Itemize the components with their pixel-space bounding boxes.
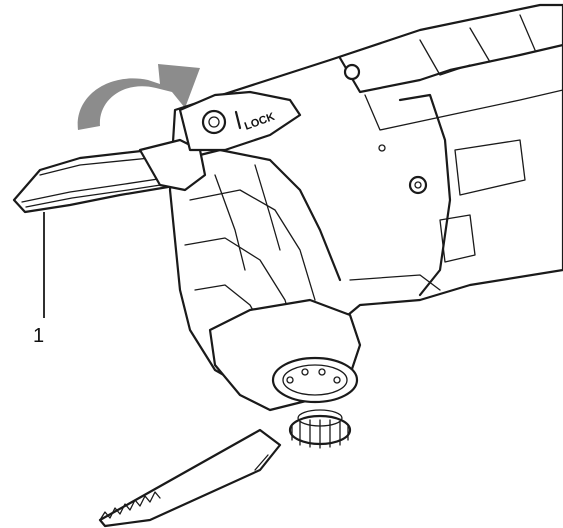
saw-blade	[98, 428, 282, 528]
lever-pivot: LOCK	[178, 90, 302, 152]
curved-arrow-icon	[77, 64, 200, 130]
clamp-head	[208, 298, 362, 449]
lock-icon	[234, 110, 242, 130]
lock-lever	[12, 138, 207, 214]
callout-label-1: 1	[33, 325, 45, 347]
